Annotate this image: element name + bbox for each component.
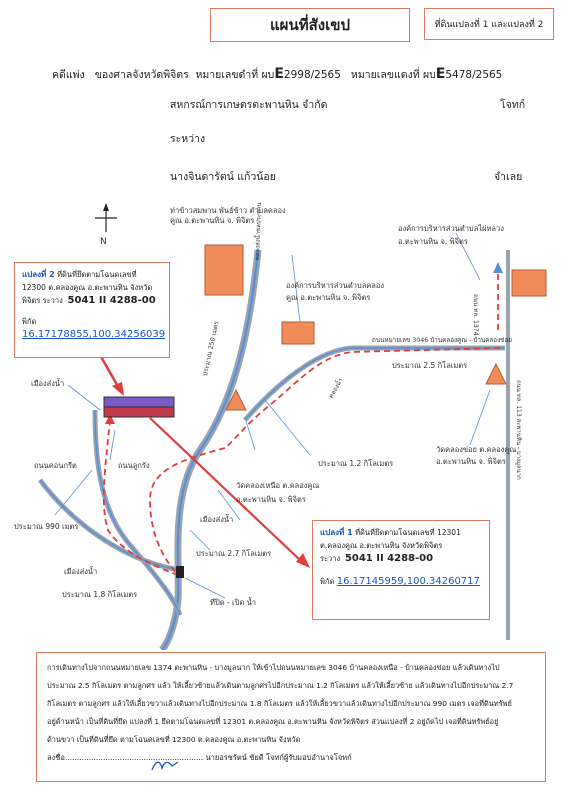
plot-2-shape (103, 396, 175, 408)
plot-1-info: แปลงที่ 1 ที่ดินที่ยึดตามโฉนดเลขที่ 1230… (312, 520, 490, 620)
route-dashed (102, 270, 501, 576)
plot-1-line2: ต.คลองคูณ อ.ตะพานหิน จังหวัดพิจิตร (320, 541, 443, 550)
plot-1-coord-label: พิกัด (320, 577, 335, 586)
plots-box: ที่ดินแปลงที่ 1 และแปลงที่ 2 (424, 8, 554, 40)
case-prefix: คดีแพ่ง (52, 69, 85, 81)
distance-27: ประมาณ 2.7 กิโลเมตร (196, 549, 272, 558)
plot-2-line1: ที่ดินที่ยึดตามโฉนดเลขที่ (57, 270, 137, 279)
black-case-number: 2998/2565 (283, 69, 341, 81)
plaintiff-name: สหกรณ์การเกษตรตะพานหิน จำกัด (170, 99, 328, 111)
sao-mid-label-2: คูณ อ.ตะพานหิน จ. พิจิตร (286, 293, 371, 302)
road-1374-label: ถนน ทล. 1374 (472, 294, 479, 336)
plot-2-coord-link[interactable]: 16.17178855,100.34256039 (22, 329, 166, 340)
plot-2-line2: 12300 ต.คลองคูณ อ.ตะพานหิน จังหวัด (22, 283, 153, 292)
compass-north-label: N (100, 237, 107, 247)
building-pier (204, 244, 244, 296)
black-case-label: หมายเลขดำที่ ผบ (195, 69, 275, 81)
directions-line-2: ประมาณ 2.5 กิโลเมตร ตามลูกศร แล้ว ให้เลี… (47, 681, 514, 690)
wat-klong-khoi-2: อ.ตะพานหิน จ. พิจิตร (436, 457, 506, 466)
plot-1-line3: ระวาง (320, 554, 341, 563)
plot-1-title: แปลงที่ 1 (320, 528, 353, 537)
directions-line-4: อยู่ด้านหน้า เป็นที่ดินที่ยึด แปลงที่ 1 … (47, 717, 499, 726)
directions-line-3: กิโลเมตร ตามลูกศร แล้วให้เลี้ยวขวาแล้วเด… (47, 699, 512, 708)
distance-18: ประมาณ 1.8 กิโลเมตร (62, 590, 138, 599)
gravel-road-label: ถนนลูกรัง (118, 461, 150, 470)
wat-klong-khun-1: วัดคลองเหนือ ต.คลองคูณ (236, 481, 320, 490)
directions-line-1: การเดินทางไปจากถนนหมายเลข 1374 ตะพานหิน … (47, 663, 500, 672)
road-3046 (243, 345, 505, 422)
road-113-label: ถนน ทล. 113 สะพานหิน - บางมูลนาก (515, 380, 522, 480)
between-label: ระหว่าง (170, 133, 206, 145)
signature-mark-icon (151, 761, 179, 771)
water-gate-label: ที่ปิด - เปิด น้ำ (210, 598, 256, 607)
signature-line: ลงชื่อ..................................… (47, 753, 204, 762)
leader-lines (54, 232, 491, 599)
case-line: คดีแพ่ง ของศาลจังหวัดพิจิตร หมายเลขดำที่… (52, 66, 502, 83)
plot-1-line1: ที่ดินที่ยึดตามโฉนดเลขที่ 12301 (355, 528, 461, 537)
court-name: ของศาลจังหวัดพิจิตร (94, 69, 189, 81)
canal-left (38, 409, 183, 616)
road-3046-label: ถนนหมายเลข 3046 บ้านคลองคูณ - บ้านคลองข่… (372, 337, 512, 344)
building-sao-mid (281, 321, 315, 345)
distance-12: ประมาณ 1.2 กิโลเมตร (318, 459, 394, 468)
water-gate (176, 566, 184, 578)
red-case-number: 5478/2565 (445, 69, 503, 81)
directions-box: การเดินทางไปจากถนนหมายเลข 1374 ตะพานหิน … (36, 652, 546, 782)
signature-name: นายอรชรัตน์ ชัยดี โจทก์ผู้รับมอบอำนาจโจท… (205, 753, 352, 762)
route-arrowhead-icon (493, 262, 503, 273)
canal-mid-label: เมืองส่งน้ำ (200, 515, 234, 524)
plot-2-title: แปลงที่ 2 (22, 270, 55, 279)
sao-top-label-2: อ.ตะพานหิน จ. พิจิตร (398, 237, 468, 246)
red-case-letter: E (435, 66, 446, 82)
compass-north-icon (95, 203, 117, 232)
plot-2-map-sheet: 5041 II 4288-00 (67, 295, 156, 306)
plot1-callout (149, 417, 301, 561)
distance-990: ประมาณ 990 เมตร (14, 522, 79, 531)
building-sao-top (511, 269, 547, 297)
plot-2-info: แปลงที่ 2 ที่ดินที่ยึดตามโฉนดเลขที่ 1230… (14, 262, 170, 358)
wat-klong-khoi-1: วัดคลองข่อย ต.คลองคูณ (436, 445, 517, 454)
plaintiff-role: โจทก์ (500, 99, 526, 111)
page-title: แผนที่สังเขป (210, 8, 410, 42)
concrete-road-label: ถนนคอนกรีต (34, 461, 77, 470)
defendant-name: นางจินดารัตน์ แก้วน้อย (170, 171, 276, 183)
plot-1-shape (103, 406, 175, 418)
distance-25: ประมาณ 2.5 กิโลเมตร (392, 361, 468, 370)
sao-mid-label-1: องค์การบริหารส่วนตำบลคลอง (286, 281, 385, 290)
route-end-arrow-icon (105, 414, 115, 424)
pier-label-1: ท่าข้าวสมพาน พันธ์ข้าว ตำบลคลอง (170, 206, 286, 215)
black-case-letter: E (274, 66, 284, 82)
wat-klong-khun-2: อ.ตะพานหิน จ. พิจิตร (236, 495, 306, 504)
temple-klong-khoi-icon (485, 362, 507, 385)
directions-line-5: ด้านขวา เป็นที่ดินที่ยึด ตามโฉนดเลขที่ 1… (47, 735, 301, 744)
pier-label-2: คูณ อ.ตะพานหิน จ. พิจิตร (170, 216, 255, 225)
red-case-label: หมายเลขแดงที่ ผบ (350, 69, 436, 81)
plot-2-coord-label: พิกัด (22, 317, 37, 326)
main-river-road (159, 249, 262, 650)
temple-klong-khun-icon (225, 388, 247, 411)
canal-bottom-label: เมืองส่งน้ำ (64, 567, 98, 576)
plot1-callout-arrow-icon (296, 553, 310, 568)
canal-left-label: เมืองส่งน้ำ (31, 379, 65, 388)
defendant-role: จำเลย (494, 171, 523, 183)
plot-1-map-sheet: 5041 II 4288-00 (344, 553, 434, 564)
irrigation-canal-label: คลองส่งน้ำชลประทาน (253, 202, 264, 261)
plot-2-line3: พิจิตร ระวาง (22, 296, 63, 305)
sao-top-label-1: องค์การบริหารส่วนตำบลไผ่หลวง (398, 224, 504, 233)
route-map (38, 203, 547, 650)
plot2-callout-arrow-icon (112, 382, 124, 396)
plot-1-coord-link[interactable]: 16.17145959,100.34260717 (336, 576, 480, 587)
